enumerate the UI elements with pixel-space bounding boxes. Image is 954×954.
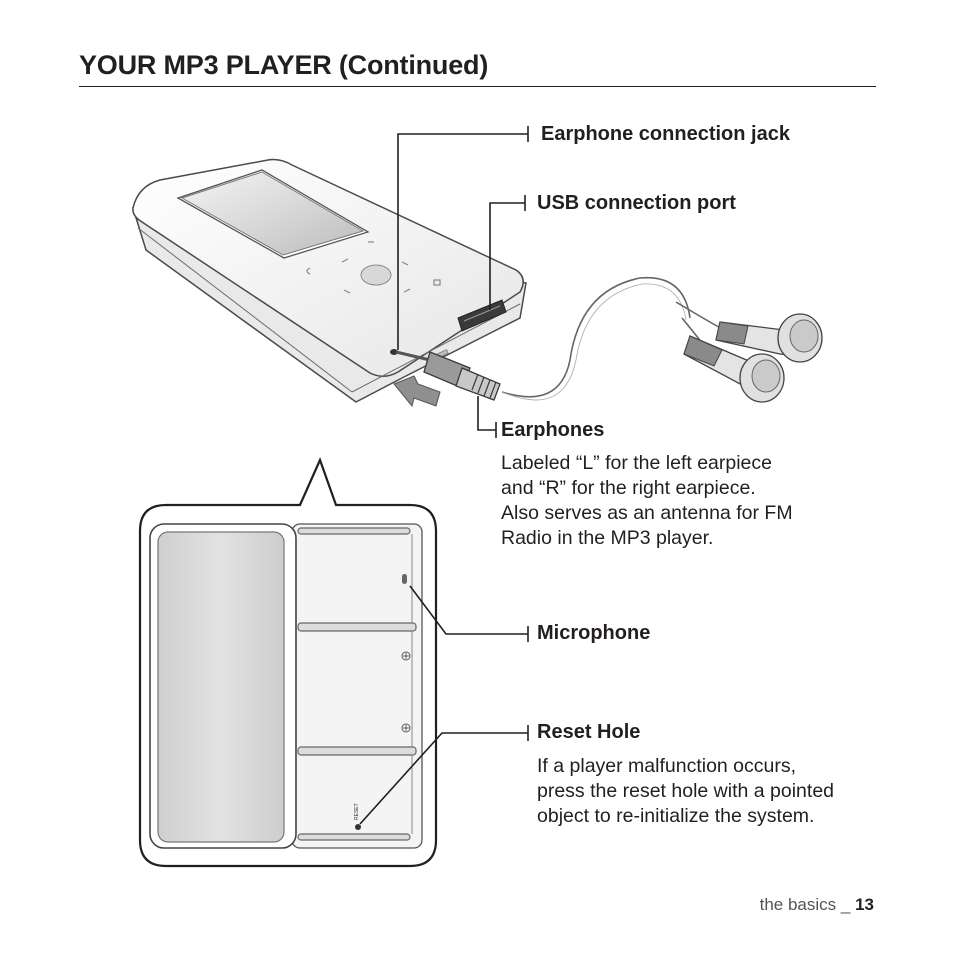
control-wheel [360,264,392,286]
label-earphones: Earphones [501,419,605,441]
player-side-view: RESET [149,523,423,849]
page-footer: the basics _ 13 [760,895,874,915]
slide-cover [157,531,285,843]
usb-port [457,299,507,332]
player-top-view [131,158,527,403]
footer-separator: _ [840,895,851,914]
screw-icon [401,651,411,733]
page-title: YOUR MP3 PLAYER (Continued) [79,50,489,80]
insert-arrow-icon [393,375,441,408]
screen [180,171,365,256]
earphones-description: Labeled “L” for the left earpiece and “R… [501,452,793,549]
earphone-cable [501,276,691,398]
microphone-hole [402,574,407,584]
label-microphone: Microphone [537,622,651,644]
earpieces [683,313,823,403]
page-number: 13 [855,895,874,914]
reset-hole-description: If a player malfunction occurs, press th… [537,755,835,827]
label-earphone-jack: Earphone connection jack [541,123,790,145]
footer-section: the basics [759,895,837,914]
reset-marking: RESET [354,803,360,820]
label-usb-port: USB connection port [537,192,736,214]
reset-hole [355,824,361,830]
title-rule [79,86,876,87]
leader-lines [397,126,529,438]
label-reset-hole: Reset Hole [537,721,641,743]
earphone-plug [393,350,501,408]
